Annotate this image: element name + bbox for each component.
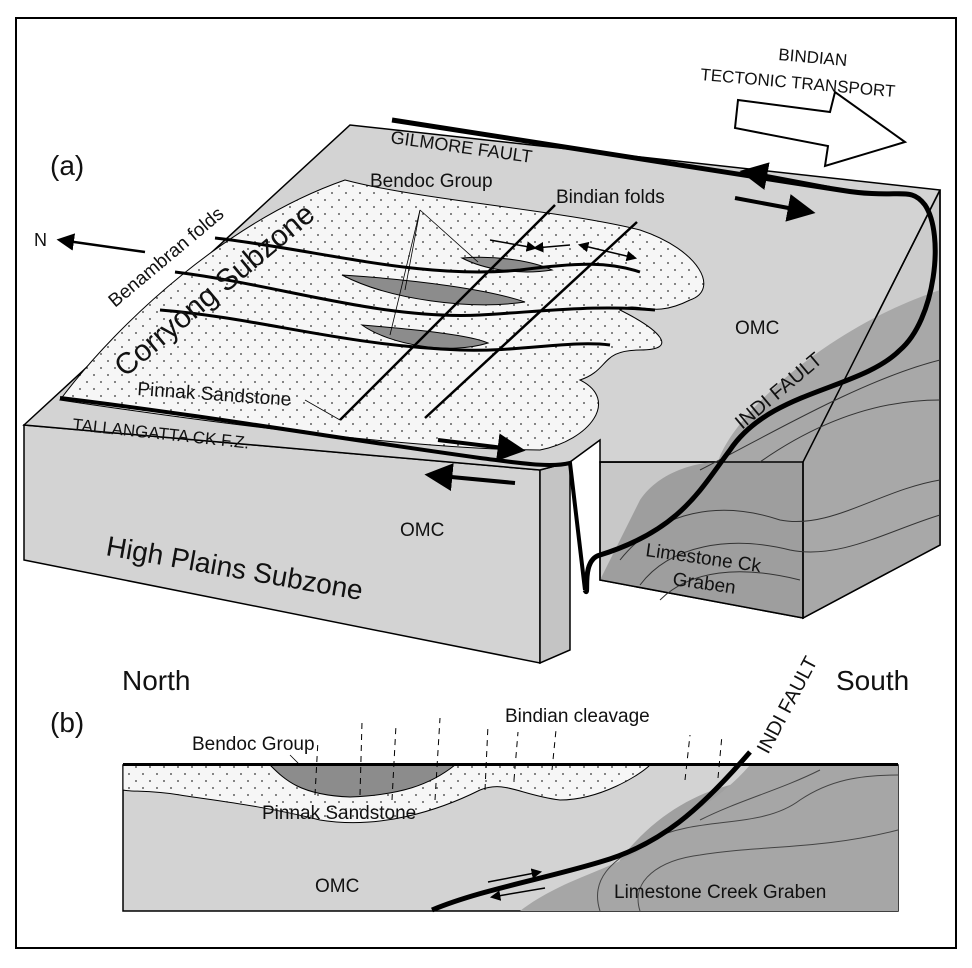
side-face-high-plains [539,461,571,665]
bendoc-group-label: Bendoc Group [370,171,493,192]
south-label: South [836,665,909,696]
panel-b-section [122,717,899,913]
section-graben-label: Limestone Creek Graben [614,882,826,903]
north-arrow [56,233,146,254]
north-arrow-label: N [34,230,47,250]
north-label: North [122,665,190,696]
graben-fill-side [718,290,940,618]
tallangatta-sense-arrow-2 [424,463,516,492]
gilmore-indi-fault-trace [391,117,938,595]
omc-upper-label: OMC [735,318,779,339]
section-graben-folds [596,769,899,912]
tallangatta-fault-trace [59,396,587,591]
tallangatta-sense-arrow-1 [437,433,526,462]
bindian-diverging-arrow [577,241,638,262]
bendoc-leader-lines [389,209,479,336]
section-omc-label: OMC [315,876,359,897]
tectonic-transport-arrow [733,90,908,168]
bindian-folds-label: Bindian folds [556,187,665,208]
graben-fill-front [600,462,803,618]
panel-b-tag: (b) [50,707,84,738]
panel-a-block [22,90,942,665]
section-cleavage-lines [314,717,723,801]
section-bendoc-label: Bendoc Group [192,734,315,755]
bindian-converging-arrow-1 [489,239,538,252]
section-pinnak-label: Pinnak Sandstone [262,803,416,824]
omc-lower-label: OMC [400,520,444,541]
section-indi-fault [431,750,752,913]
bindian-converging-arrow-2 [532,242,571,253]
gilmore-sense-arrow-2 [734,194,816,222]
bindian-cleavage-label: Bindian cleavage [505,706,650,727]
gilmore-sense-arrow-1 [739,162,831,190]
panel-a-tag: (a) [50,150,84,181]
bendoc-lens-2 [341,274,526,306]
